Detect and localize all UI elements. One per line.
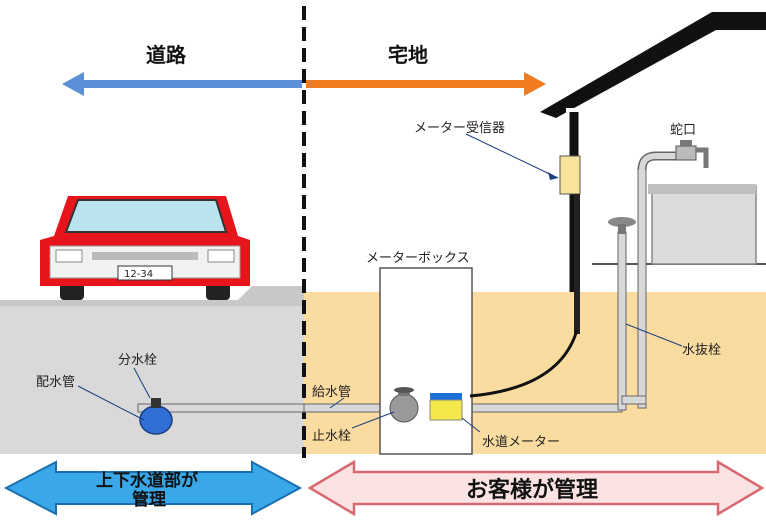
sink bbox=[651, 185, 757, 265]
road-arrow bbox=[62, 72, 84, 96]
distribution-pipe-label: 配水管 bbox=[36, 375, 75, 390]
meter-receiver bbox=[559, 155, 581, 195]
customer-banner bbox=[307, 459, 765, 517]
meter-receiver-label: メーター受信器 bbox=[414, 121, 505, 136]
service-pipe bbox=[303, 403, 393, 413]
utility-banner bbox=[3, 460, 303, 516]
car: 12-34 bbox=[40, 196, 250, 300]
drain-valve-label: 水抜栓 bbox=[682, 342, 721, 358]
customer-banner-label: お客様が管理 bbox=[466, 477, 598, 503]
branch-valve-label: 分水栓 bbox=[118, 353, 157, 368]
utility-banner-line1: 上下水道部が bbox=[96, 470, 198, 491]
distribution-main bbox=[139, 405, 173, 435]
road-curb bbox=[0, 286, 304, 306]
water-meter-label: 水道メーター bbox=[482, 435, 560, 450]
stop-valve bbox=[389, 387, 419, 423]
drain-valve bbox=[608, 217, 636, 234]
stop-valve-label: 止水栓 bbox=[312, 429, 351, 444]
faucet bbox=[675, 140, 709, 168]
house-roof bbox=[540, 12, 766, 118]
meter-cable bbox=[469, 329, 579, 398]
meter-box-label: メーターボックス bbox=[366, 251, 470, 266]
utility-banner-line2: 管理 bbox=[132, 489, 166, 510]
road-label: 道路 bbox=[146, 43, 187, 67]
service-pipe-label: 給水管 bbox=[312, 385, 351, 400]
water-meter bbox=[429, 393, 463, 421]
license-plate: 12-34 bbox=[124, 269, 153, 280]
meter-box bbox=[379, 267, 473, 455]
yard-ground bbox=[304, 292, 766, 454]
branch-valve bbox=[151, 398, 161, 408]
residential-arrow bbox=[524, 72, 546, 96]
riser-pipe bbox=[617, 231, 627, 411]
faucet-label: 蛇口 bbox=[670, 123, 696, 138]
residential-label: 宅地 bbox=[388, 43, 428, 67]
